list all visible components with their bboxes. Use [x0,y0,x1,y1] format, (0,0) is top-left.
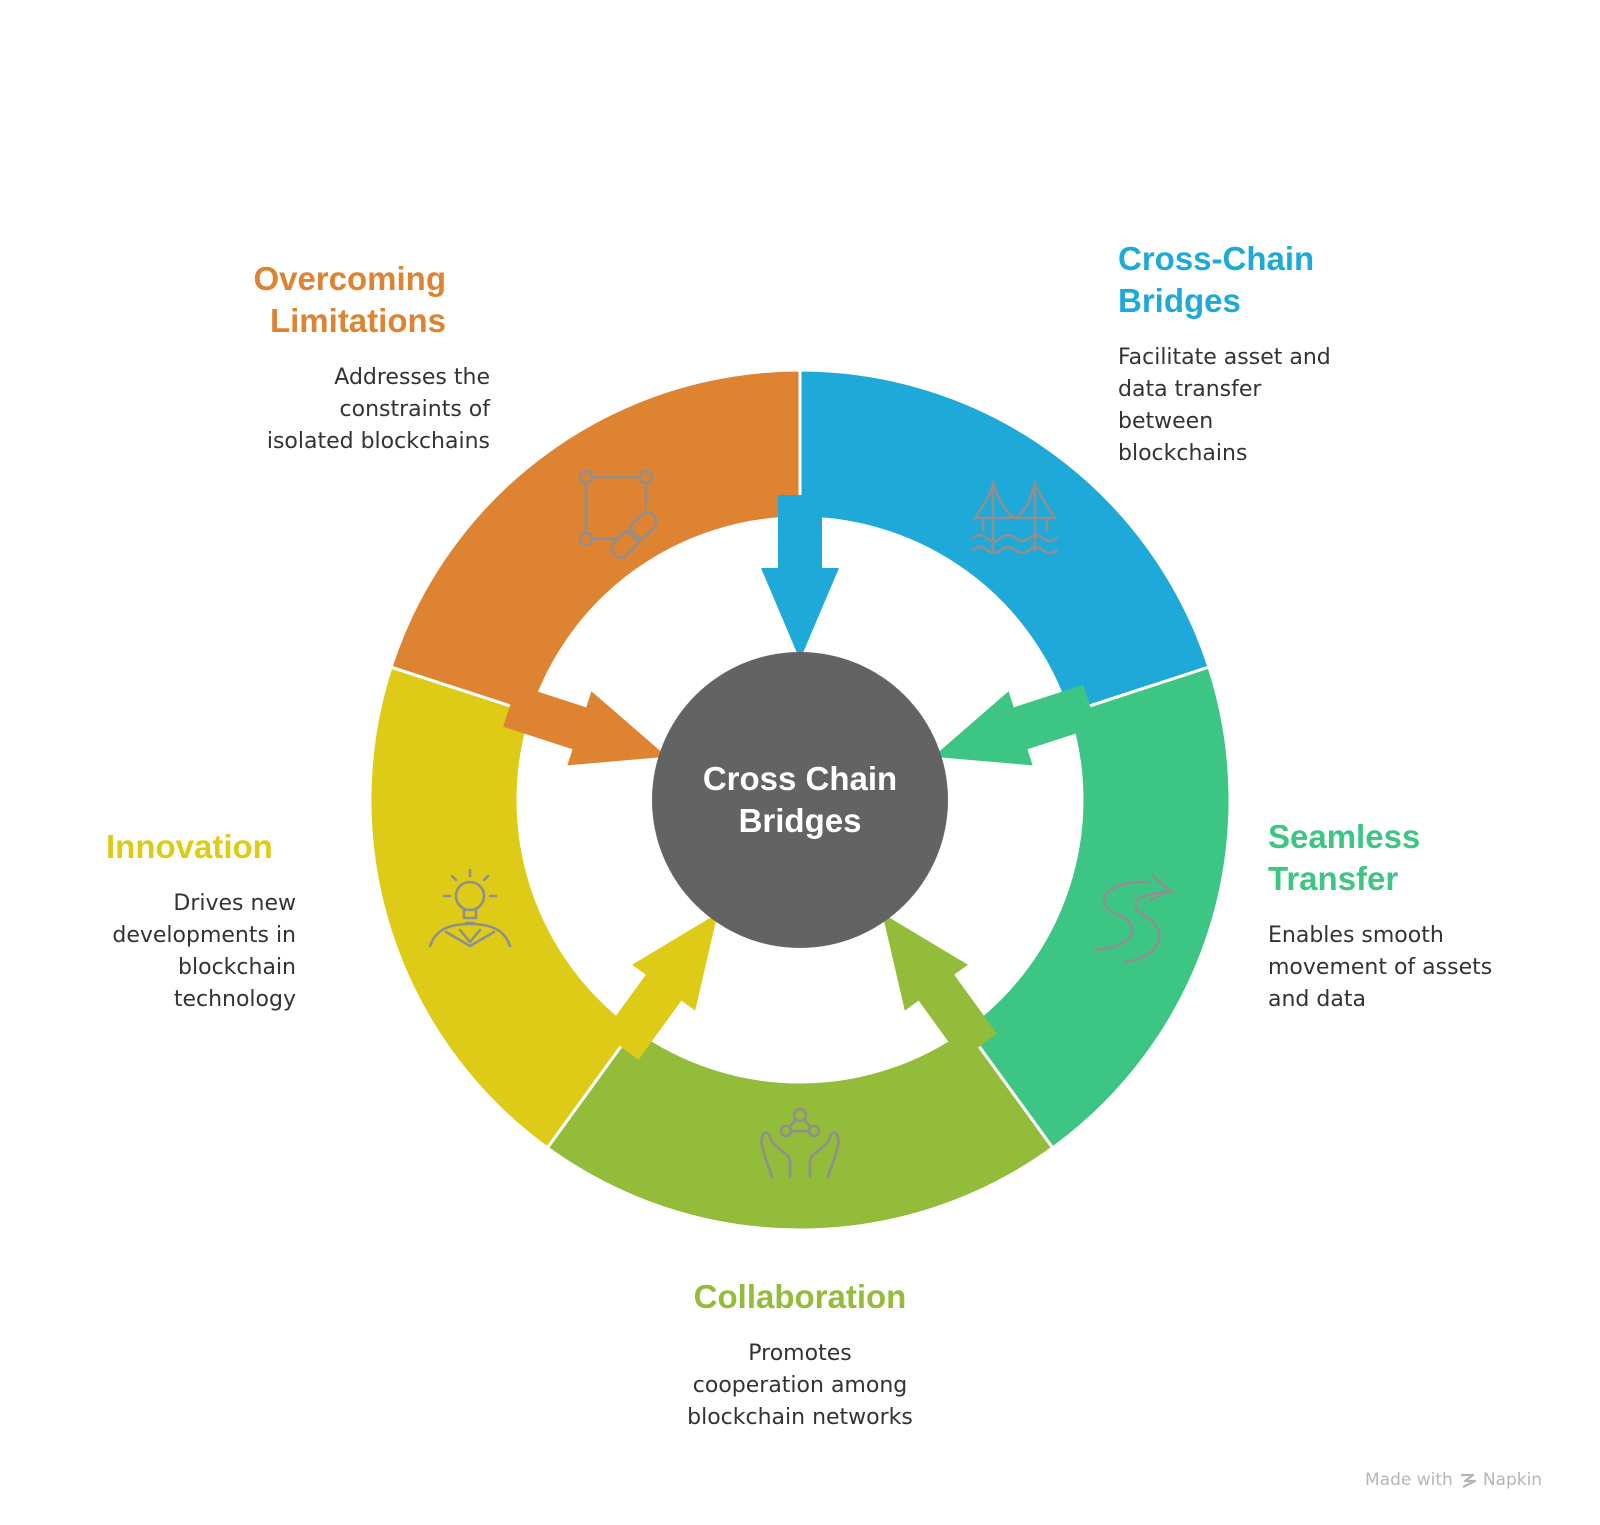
winding-road-icon [1093,874,1175,964]
section-description: Promotes cooperation among blockchain ne… [687,1341,913,1430]
label-innovation: Innovation Drives new developments in bl… [40,826,296,1016]
arrow-seamless [933,684,1097,766]
ring-segment-innovation [368,665,637,1150]
section-title: Overcoming Limitations [253,260,446,339]
section-title: Cross-Chain Bridges [1118,240,1315,319]
label-cross-chain-bridges: Cross-Chain Bridges Facilitate asset and… [1118,238,1418,470]
section-title: Innovation [106,828,273,865]
center-title: Cross Chain Bridges [702,760,898,839]
ring-segment-seamless [963,665,1232,1150]
watermark: Made with Napkin [1365,1470,1543,1490]
label-overcoming-limitations: Overcoming Limitations Addresses the con… [190,258,490,458]
broken-chain-icon [578,469,658,559]
section-title: Seamless Transfer [1268,818,1421,897]
section-description: Facilitate asset and data transfer betwe… [1118,345,1331,466]
label-seamless-transfer: Seamless Transfer Enables smooth movemen… [1268,816,1568,1016]
arrow-innovation [602,913,718,1060]
ring-segment-cross-chain [798,368,1211,715]
section-title: Collaboration [693,1278,907,1315]
napkin-logo-icon [1460,1473,1476,1488]
arrow-overcoming [503,684,667,766]
center-circle [652,652,948,948]
section-description: Enables smooth movement of assets and da… [1268,923,1493,1012]
arrow-collaboration [882,913,998,1060]
lightbulb-person-icon [428,868,512,948]
section-description: Addresses the constraints of isolated bl… [266,365,490,454]
bridge-icon [971,480,1059,555]
label-collaboration: Collaboration Promotes cooperation among… [650,1276,950,1434]
hands-network-icon [760,1107,840,1179]
section-description: Drives new developments in blockchain te… [112,891,296,1012]
ring-segment-overcoming [389,368,802,715]
arrow-cross-chain [761,495,839,660]
ring-segment-collaboration [545,1026,1055,1232]
